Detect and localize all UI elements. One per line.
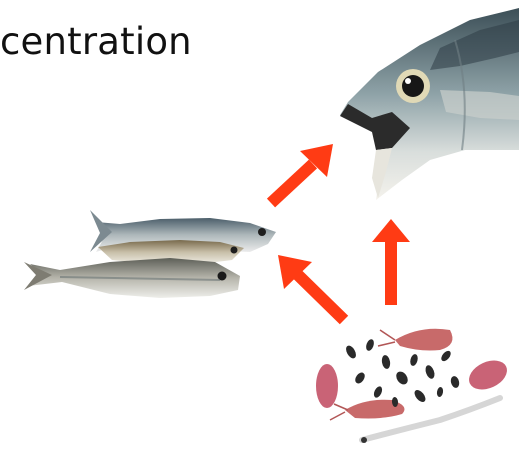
plankton — [316, 329, 512, 443]
arrow-plankton-to-large-fish — [372, 219, 410, 305]
sardines — [24, 210, 276, 298]
arrow-sardines-to-large-fish — [271, 144, 333, 203]
sardine-bottom — [24, 258, 240, 298]
plankton-egg-pink — [464, 355, 511, 395]
arrow-plankton-to-sardines — [278, 255, 344, 320]
large-fish-head — [340, 8, 519, 200]
plankton-larva-pink — [316, 364, 338, 408]
krill-top — [378, 329, 452, 351]
